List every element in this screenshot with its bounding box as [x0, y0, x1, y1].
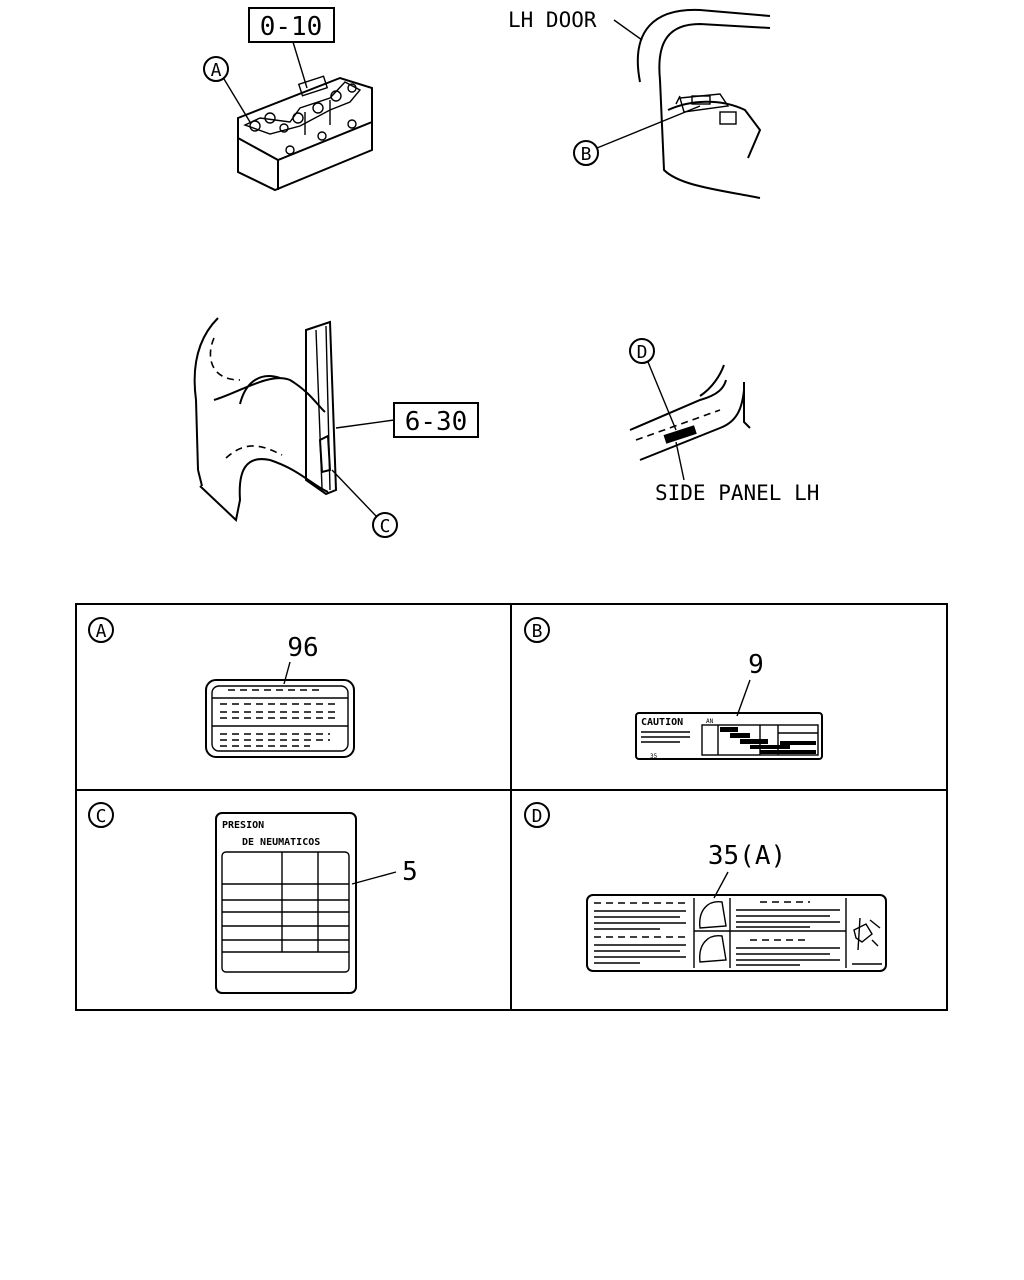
ref-box-0-10: [248, 7, 335, 43]
panel-a-part-number: 96: [287, 633, 318, 663]
svg-text:AN: AN: [706, 718, 714, 725]
panel-c-part-number: 5: [402, 857, 418, 887]
panel-b-letter-circle: [524, 617, 550, 643]
side-panel-view: D SIDE PANEL LH: [629, 338, 819, 505]
panel-b-part-number: 9: [748, 650, 764, 680]
panel-d-part-number: 35(A): [708, 841, 786, 871]
panel-d: D 35(A): [524, 802, 887, 972]
svg-text:35: 35: [650, 753, 658, 760]
panel-b: B 9 CAUTION AN 35: [524, 617, 823, 760]
engine-block-view: 0-10 A: [203, 7, 373, 192]
panel-d-letter-circle: [524, 802, 550, 828]
lh-door-label: LH DOOR: [508, 8, 597, 32]
panel-c-letter-circle: [88, 802, 114, 828]
cab-pillar-view: 6-30 C: [193, 317, 479, 538]
callout-b: [573, 140, 599, 166]
label-detail-grid: [75, 603, 948, 1011]
svg-text:B: B: [532, 621, 543, 642]
ref-label-0-10: 0-10: [260, 12, 323, 42]
svg-text:C: C: [380, 516, 391, 537]
svg-text:C: C: [96, 806, 107, 827]
panel-a-letter-circle: [88, 617, 114, 643]
svg-text:B: B: [581, 144, 592, 165]
callout-c: [372, 512, 398, 538]
lh-door-view: LH DOOR B: [508, 8, 771, 199]
callout-a: [203, 56, 229, 82]
panel-c: C 5 PRESION DE NEUMATICOS: [88, 802, 418, 994]
side-panel-label: SIDE PANEL LH: [655, 481, 819, 505]
callout-d: [629, 338, 655, 364]
svg-text:A: A: [96, 621, 107, 642]
svg-text:D: D: [637, 342, 648, 363]
tire-pressure-title: PRESION: [222, 820, 264, 831]
ref-label-6-30: 6-30: [405, 407, 468, 437]
panel-a: A 96: [88, 617, 355, 758]
tire-pressure-subtitle: DE NEUMATICOS: [242, 837, 320, 848]
svg-text:D: D: [532, 806, 543, 827]
svg-text:A: A: [211, 60, 222, 81]
caution-text: CAUTION: [641, 717, 683, 728]
